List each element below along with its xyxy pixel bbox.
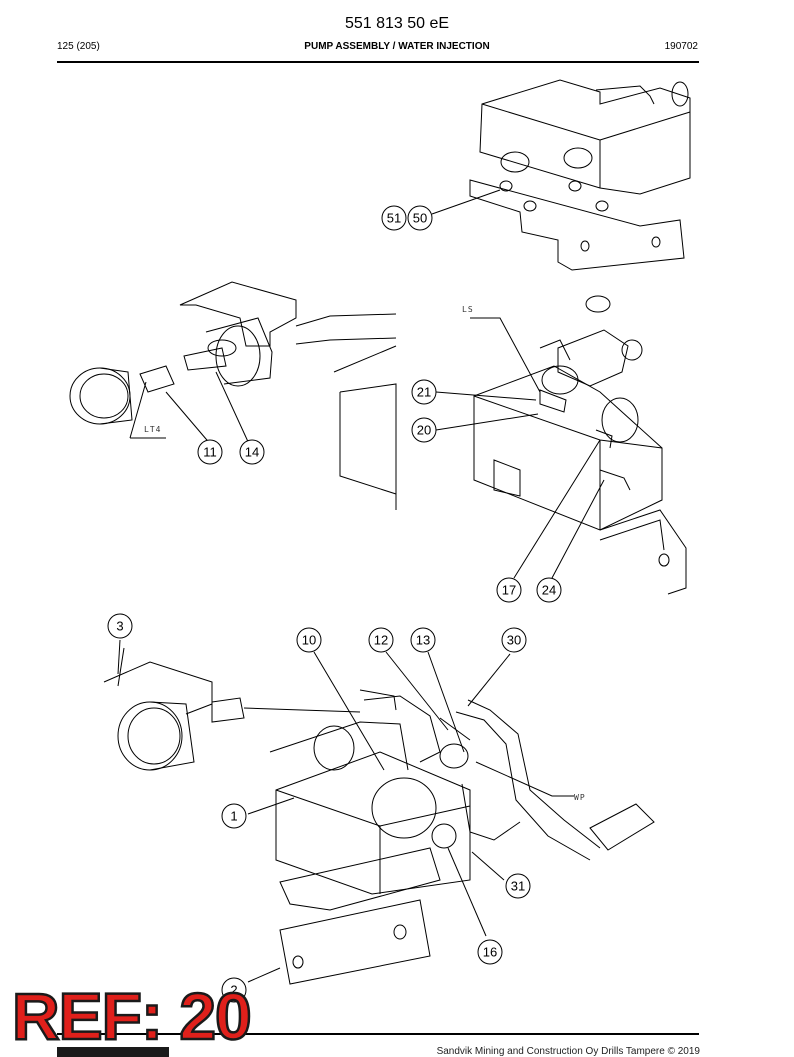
- callout-label: 20: [417, 423, 431, 438]
- callout-circle: [221, 803, 247, 829]
- callout-circle: [407, 205, 433, 231]
- callout-label: 31: [511, 879, 525, 894]
- callout-label: 13: [416, 633, 430, 648]
- callout-label: 3: [116, 619, 123, 634]
- callout-label: 17: [502, 583, 516, 598]
- callout-label: 21: [417, 385, 431, 400]
- callout-circle: [296, 627, 322, 653]
- company-logo: [57, 1047, 169, 1057]
- footer-divider: [57, 1033, 699, 1035]
- callout-circle: [477, 939, 503, 965]
- note-label-lt4: LT4: [144, 425, 161, 434]
- reference-stamp: REF: 20: [11, 979, 253, 1053]
- callout-circle: [501, 627, 527, 653]
- footer-copyright: Sandvik Mining and Construction Oy Drill…: [436, 1046, 700, 1057]
- page-number: 125 (205): [57, 41, 100, 52]
- callout-circle: [221, 977, 247, 1003]
- callout-label: 10: [302, 633, 316, 648]
- callout-group: [107, 205, 562, 1003]
- note-label-ls: LS: [462, 305, 474, 314]
- top-manifold-illustration: [431, 79, 691, 271]
- callout-circle: [505, 873, 531, 899]
- callout-label: 30: [507, 633, 521, 648]
- callout-label: 16: [483, 945, 497, 960]
- gauge-bracket-illustration: [69, 281, 397, 510]
- callout-circle: [410, 627, 436, 653]
- callout-circle: [368, 627, 394, 653]
- callout-circle: [107, 613, 133, 639]
- callout-circle: [381, 205, 407, 231]
- callout-circle: [411, 417, 437, 443]
- callout-circle: [536, 577, 562, 603]
- callout-label: 12: [374, 633, 388, 648]
- valve-block-illustration: [435, 295, 687, 595]
- callout-label: 14: [245, 445, 259, 460]
- header-divider: [57, 61, 699, 63]
- callout-label: 2: [230, 983, 237, 998]
- pump-assembly-illustration: [103, 639, 655, 985]
- callout-label: 50: [413, 211, 427, 226]
- callout-label: 11: [203, 445, 217, 460]
- note-label-wp: WP: [574, 793, 586, 802]
- page-title: PUMP ASSEMBLY / WATER INJECTION: [304, 41, 490, 52]
- callout-label: 51: [387, 211, 401, 226]
- callout-circle: [411, 379, 437, 405]
- callout-label: 1: [230, 809, 237, 824]
- callout-label: 24: [542, 583, 556, 598]
- revision-date: 190702: [664, 41, 698, 52]
- callout-circle: [496, 577, 522, 603]
- callout-circle: [197, 439, 223, 465]
- document-number: 551 813 50 eE: [344, 15, 450, 32]
- callout-circle: [239, 439, 265, 465]
